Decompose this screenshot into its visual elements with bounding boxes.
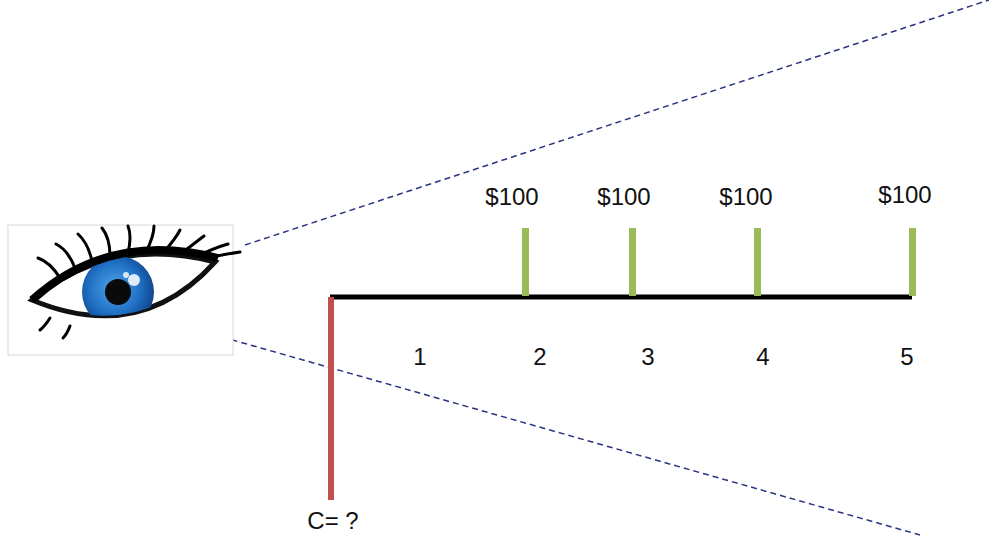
period-number: 2 — [533, 344, 546, 370]
period-number: 1 — [413, 344, 426, 370]
inflow-bar — [522, 228, 529, 296]
outflow-bar — [328, 297, 334, 500]
cash-amount: $100 — [485, 184, 538, 210]
inflow-bar — [629, 228, 636, 296]
inflow-bar — [754, 228, 761, 296]
period-number: 5 — [900, 344, 913, 370]
inflow-bar — [909, 228, 916, 296]
period-number: 4 — [756, 344, 769, 370]
time-axis — [330, 295, 912, 300]
cost-label: C= ? — [307, 508, 358, 534]
view-line — [222, 337, 920, 535]
cash-amount: $100 — [878, 182, 931, 208]
period-number: 3 — [641, 344, 654, 370]
eye-icon — [8, 225, 240, 355]
view-line — [245, 0, 989, 245]
cash-amount: $100 — [597, 184, 650, 210]
cash-amount: $100 — [719, 184, 772, 210]
